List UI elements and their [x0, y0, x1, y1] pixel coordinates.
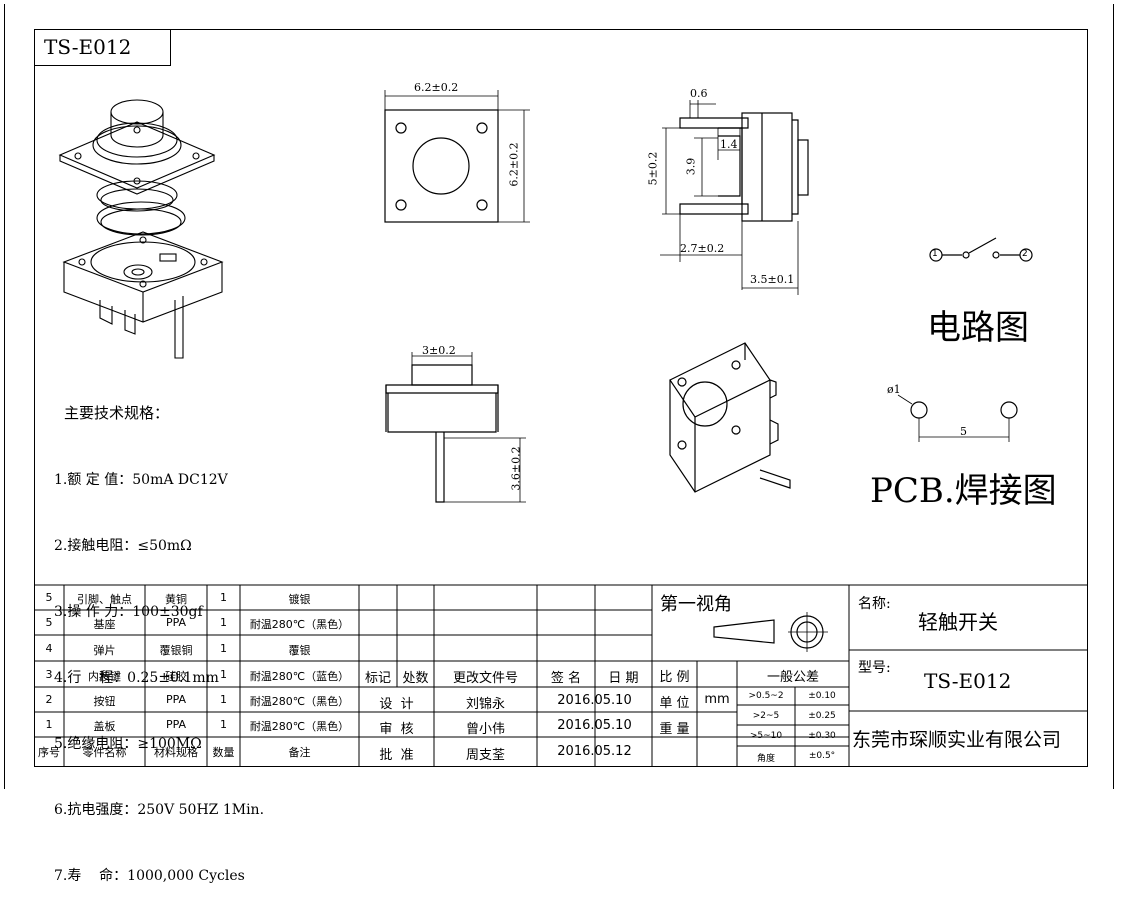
- title-tag: TS-E012: [44, 35, 132, 59]
- bom-header: 材料规格: [154, 746, 198, 759]
- bom-part: 引脚、触点: [77, 593, 132, 606]
- bom-material: PPA: [165, 693, 187, 706]
- circuit-label: 电路图: [927, 308, 1029, 348]
- bom-no: 2: [45, 693, 53, 706]
- revision-date: 2016.05.10: [557, 718, 632, 733]
- spec-heading: 主要技术规格：: [64, 404, 170, 422]
- spec-item: 6.抗电强度：250V 50HZ 1Min.: [54, 802, 265, 818]
- spec-item: 1.额 定 值：50mA DC12V: [54, 472, 228, 488]
- dim-hole-pitch: 5: [960, 425, 967, 438]
- spec-item: 7.寿 命：1000,000 Cycles: [54, 868, 245, 884]
- dim-inner-height: 3.9: [684, 157, 698, 176]
- dim-depth-b: 3.5±0.1: [750, 273, 795, 286]
- unit-label: 单 位: [659, 696, 690, 711]
- spec-item: 3.操 作 力：100±30gf: [54, 604, 203, 620]
- bom-no: 5: [45, 591, 53, 604]
- tolerance-value: ±0.30: [808, 731, 836, 741]
- tolerance-range: >5~10: [749, 731, 783, 741]
- bom-material: 硅胶: [165, 670, 187, 683]
- bom-material: 覆银铜: [159, 644, 193, 657]
- bom-qty: 1: [220, 668, 227, 681]
- revision-name: 曾小伟: [465, 722, 505, 737]
- revision-name: 刘锦永: [465, 697, 505, 712]
- dim-pin-width: 0.6: [690, 87, 708, 100]
- revision-role: 设 计: [379, 697, 414, 712]
- unit-value: mm: [704, 692, 730, 707]
- spec-item: 2.接触电阻：≤50mΩ: [54, 538, 192, 554]
- revision-header: 签 名: [550, 671, 582, 686]
- bom-material: 黄铜: [165, 593, 187, 606]
- bom-part: 按钮: [93, 695, 116, 708]
- model-value: TS-E012: [924, 669, 1012, 693]
- dim-pin-gap: 1.4: [720, 138, 738, 151]
- bom-part: 弹片: [93, 644, 116, 657]
- circuit-pin-1: 1: [932, 249, 938, 259]
- bom-note: 耐温280℃（蓝色）: [249, 670, 350, 683]
- company-name: 东莞市琛顺实业有限公司: [852, 729, 1062, 751]
- name-value: 轻触开关: [918, 610, 998, 634]
- scale-label: 比 例: [659, 670, 690, 685]
- name-label: 名称:: [858, 596, 891, 612]
- dim-button-width: 3±0.2: [422, 344, 456, 357]
- revision-name: 周支荃: [465, 748, 505, 763]
- bom-header: 零件名称: [82, 746, 127, 759]
- dim-hole-dia: ø1: [887, 383, 901, 396]
- revision-date: 2016.05.10: [557, 693, 632, 708]
- tolerance-range: >0.5~2: [748, 691, 784, 701]
- bom-no: 4: [45, 642, 53, 655]
- bom-no: 5: [45, 616, 53, 629]
- weight-label: 重 量: [659, 722, 690, 737]
- revision-role: 批 准: [379, 748, 414, 763]
- bom-part: 盖板: [93, 720, 116, 733]
- bom-note: 耐温280℃（黑色）: [249, 720, 350, 733]
- spec-item: 4.行 程：0.25±0.1mm: [54, 670, 219, 686]
- revision-header: 处数: [402, 671, 429, 686]
- bom-no: 3: [45, 668, 53, 681]
- bom-note: 镀银: [288, 593, 311, 606]
- bom-qty: 1: [220, 718, 227, 731]
- bom-part: 内按键: [88, 670, 121, 683]
- dim-side-height: 5±0.2: [646, 151, 660, 186]
- bom-note: 耐温280℃（黑色）: [249, 618, 350, 631]
- tolerance-range: 角度: [756, 754, 775, 764]
- bom-header: 序号: [38, 746, 60, 759]
- outer-sheet-line: [4, 4, 1114, 789]
- spec-list: 1.额 定 值：50mA DC12V 2.接触电阻：≤50mΩ 3.操 作 力：…: [54, 425, 264, 909]
- revision-header: 更改文件号: [452, 671, 518, 686]
- pcb-label: PCB.焊接图: [870, 471, 1057, 511]
- bom-qty: 1: [220, 642, 227, 655]
- bom-qty: 1: [220, 591, 227, 604]
- bom-note: 耐温280℃（黑色）: [249, 695, 350, 708]
- dim-pin-length: 3.6±0.2: [509, 446, 523, 491]
- revision-header: 标记: [364, 671, 391, 686]
- bom-material: PPA: [165, 718, 187, 731]
- revision-header: 日 期: [608, 671, 639, 686]
- bom-note: 覆银: [288, 644, 311, 657]
- bom-header: 备注: [288, 746, 311, 759]
- bom-qty: 1: [220, 693, 227, 706]
- projection-label: 第一视角: [660, 594, 732, 615]
- tolerance-value: ±0.25: [808, 711, 836, 721]
- tolerance-value: ±0.10: [808, 691, 836, 701]
- dim-top-height: 6.2±0.2: [507, 142, 521, 187]
- bom-header: 数量: [212, 746, 235, 759]
- tolerance-range: >2~5: [752, 711, 780, 721]
- tolerance-value: ±0.5°: [808, 751, 836, 761]
- bom-qty: 1: [220, 616, 227, 629]
- circuit-pin-2: 2: [1022, 249, 1028, 259]
- bom-part: 基座: [93, 618, 116, 631]
- bom-no: 1: [45, 718, 53, 731]
- spec-item: 5.绝缘电阻：≥100MΩ: [54, 736, 202, 752]
- dim-top-width: 6.2±0.2: [414, 81, 459, 94]
- model-label: 型号:: [858, 660, 891, 676]
- revision-role: 审 核: [379, 722, 414, 737]
- title-tag-box: [34, 29, 171, 66]
- revision-date: 2016.05.12: [557, 744, 632, 759]
- tolerance-title: 一般公差: [766, 670, 819, 685]
- bom-material: PPA: [165, 616, 187, 629]
- dim-depth-a: 2.7±0.2: [680, 242, 725, 255]
